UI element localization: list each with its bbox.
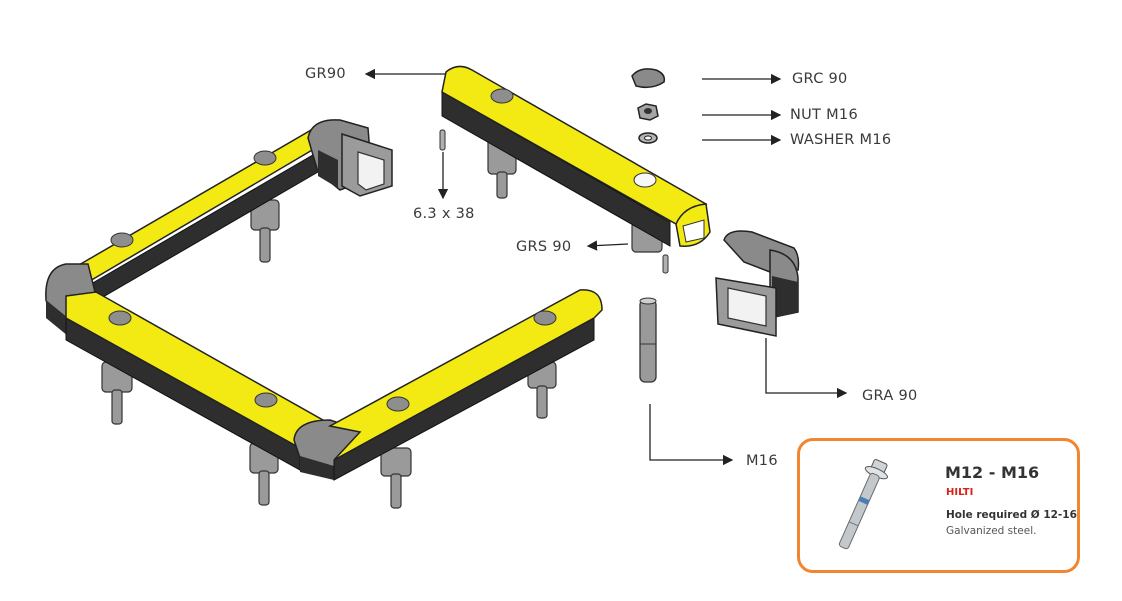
assembled-guard-frame [45,119,603,481]
corner-gra90 [715,230,800,337]
corner-piece-back [307,119,393,197]
label-nut: NUT M16 [790,107,858,123]
rail-back-left [58,125,338,323]
leader-lines [364,68,848,466]
bolt-cap-slot [633,172,657,188]
screw-6-3x38 [439,129,669,274]
bolt-cap-slot [533,310,557,326]
arrow-grs90 [586,240,629,251]
anchor-post [380,447,412,509]
arrow-gra90 [765,338,848,399]
card-brand: HILTI [946,487,974,498]
label-gra90: GRA 90 [862,388,918,404]
washer-m16 [638,132,658,144]
bolt-cap-slot [253,150,277,166]
label-grs90: GRS 90 [516,239,572,255]
anchor-bolt-m16 [639,297,657,383]
label-gr90: GR90 [305,66,346,82]
hilti-anchor-illustration [838,459,888,550]
card-title: M12 - M16 [945,463,1040,482]
card-material: Galvanized steel. [946,525,1037,537]
label-screw: 6.3 x 38 [413,206,475,222]
cap-grc90 [631,68,666,89]
bolt-cap-slot [386,396,410,412]
nut-m16 [637,103,659,121]
anchor-info-card: M12 - M16 HILTI Hole required Ø 12-16 Ga… [797,438,1080,573]
label-grc90: GRC 90 [792,71,848,87]
anchor-post [496,171,508,199]
label-m16: M16 [746,453,778,469]
arrow-m16 [649,404,734,466]
exploded-straight-rail [441,65,711,253]
card-hole-spec: Hole required Ø 12-16 [946,509,1077,521]
rail-right-front [327,289,603,481]
bolt-cap-slot [110,232,134,248]
bolt-cap-slot [490,88,514,104]
bolt-cap-slot [254,392,278,408]
anchor-post [250,199,280,263]
label-washer: WASHER M16 [790,132,892,148]
bolt-cap-slot [108,310,132,326]
